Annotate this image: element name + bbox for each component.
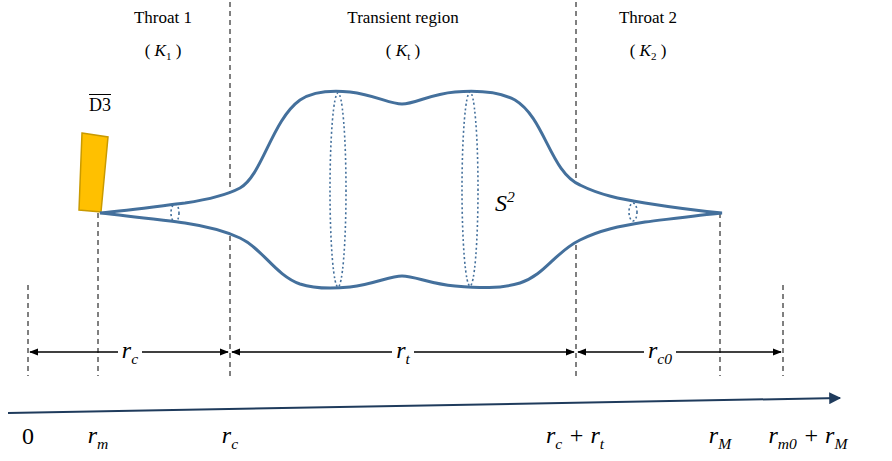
sphere-section <box>171 204 179 222</box>
text-part: Throat 2 <box>619 8 677 27</box>
text-part: t <box>406 349 410 366</box>
dimension-label: rc0 <box>644 337 676 368</box>
text-part: D3 <box>89 95 111 115</box>
text-part: r <box>769 422 778 448</box>
region-heading: Transient region <box>347 8 458 28</box>
text-part: M <box>834 434 847 451</box>
text-part: + r <box>562 422 600 448</box>
text-part: Throat 1 <box>134 8 192 27</box>
brane-label: D3 <box>89 95 111 116</box>
text-part: S <box>495 190 507 216</box>
brane-shape <box>79 133 108 212</box>
text-part: 1 <box>166 50 172 62</box>
text-part: K <box>155 41 166 60</box>
text-part: c <box>131 349 138 366</box>
text-part: + r <box>797 422 835 448</box>
text-part: K <box>396 41 407 60</box>
text-part: r <box>396 337 405 363</box>
node-outline <box>76 130 110 214</box>
sphere-section <box>462 92 478 286</box>
dashed-guides <box>28 2 783 376</box>
text-part: M <box>718 434 731 451</box>
text-part: c0 <box>657 349 672 366</box>
region-heading: Throat 1 <box>134 8 192 28</box>
throat-geometry: S2 <box>95 85 730 300</box>
dimension-label: rt <box>392 337 414 368</box>
text-part: ) <box>656 41 666 60</box>
dimension-label: rc <box>118 337 142 368</box>
axis-tick-label: rc <box>222 422 238 453</box>
text-part: r <box>122 337 131 363</box>
text-part: ( <box>630 41 640 60</box>
text-part: r <box>546 422 555 448</box>
axis-tick-label: rM <box>709 422 731 453</box>
region-constant: ( K1 ) <box>145 41 182 63</box>
text-part: ( <box>145 41 155 60</box>
text-part: r <box>88 422 97 448</box>
text-part: ) <box>171 41 181 60</box>
d3-brane: D3 <box>76 130 110 214</box>
text-part: K <box>640 41 651 60</box>
text-part: t <box>600 434 604 451</box>
text-part: t <box>407 50 410 62</box>
text-part: ) <box>410 41 420 60</box>
text-part: 2 <box>507 188 515 205</box>
text-part: c <box>555 434 562 451</box>
text-part: Transient region <box>347 8 458 27</box>
region-heading: Throat 2 <box>619 8 677 28</box>
axis-tick-label: rc + rt <box>546 422 604 453</box>
throat-surface <box>100 91 722 288</box>
text-part: r <box>709 422 718 448</box>
text-part: m0 <box>778 434 797 451</box>
text-part: 2 <box>651 50 657 62</box>
radial-axis <box>8 398 840 413</box>
text-part: ( <box>386 41 396 60</box>
throat-outline <box>100 91 722 288</box>
sphere-section <box>330 93 346 287</box>
axis-tick-label: 0 <box>22 423 34 451</box>
text-part: r <box>222 422 231 448</box>
sphere-section <box>629 203 637 221</box>
region-constant: ( Kt ) <box>386 41 420 63</box>
axis-tick-label: rm0 + rM <box>769 422 848 453</box>
node-outline <box>95 85 730 300</box>
text-part: c <box>231 434 238 451</box>
sphere-label: S2 <box>495 188 515 218</box>
text-part: 0 <box>22 423 34 449</box>
region-constant: ( K2 ) <box>630 41 667 63</box>
text-part: m <box>97 434 108 451</box>
axis-tick-label: rm <box>88 422 109 453</box>
text-part: r <box>648 337 657 363</box>
